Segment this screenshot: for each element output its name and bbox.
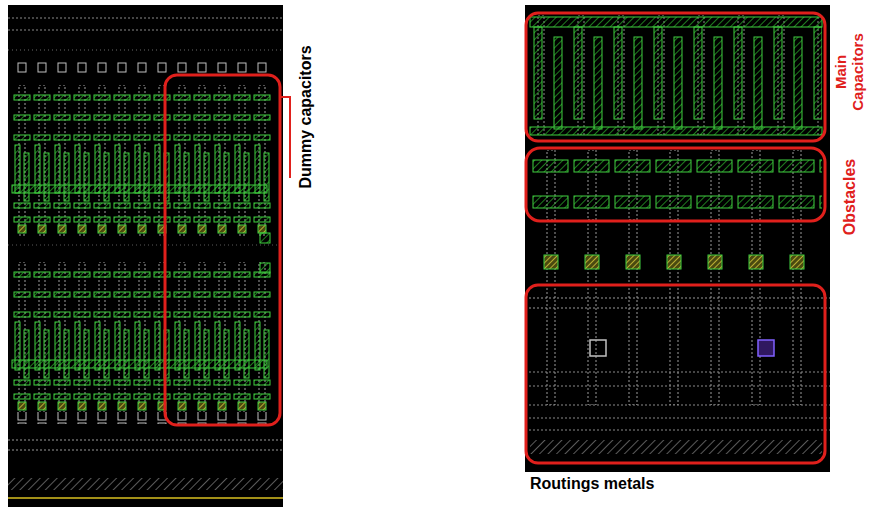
layout-background bbox=[8, 5, 283, 507]
highlight-box bbox=[526, 13, 825, 141]
highlight-box bbox=[526, 285, 825, 463]
cap-bar bbox=[530, 17, 822, 27]
capacitor-array bbox=[12, 85, 272, 412]
contact bbox=[758, 340, 774, 356]
metal-line bbox=[525, 308, 830, 309]
metal-line bbox=[8, 50, 283, 51]
callout-label: Dummy capacitors bbox=[297, 45, 315, 188]
metal-line bbox=[8, 450, 283, 451]
metal-line bbox=[525, 430, 830, 431]
cap-bar bbox=[12, 360, 267, 368]
callout-label: Routings metals bbox=[530, 475, 654, 493]
metal-line bbox=[525, 372, 830, 373]
callout-label: Main Capacitors bbox=[833, 24, 866, 120]
contact-row bbox=[12, 62, 272, 74]
contact-row bbox=[12, 412, 272, 424]
metal-line bbox=[525, 405, 830, 406]
metal-line bbox=[8, 18, 283, 19]
metal-line bbox=[525, 298, 830, 299]
layout-background bbox=[525, 5, 830, 472]
obstacle-array bbox=[530, 150, 822, 220]
metal-line bbox=[8, 245, 283, 246]
callout-label: Obstacles bbox=[841, 159, 859, 235]
metal-line bbox=[525, 386, 830, 387]
pin-marker bbox=[260, 233, 270, 243]
metal-line bbox=[525, 418, 830, 419]
pin-marker bbox=[260, 263, 270, 273]
routing-bus bbox=[530, 440, 822, 454]
main-capacitor-array bbox=[530, 15, 822, 135]
cap-bar bbox=[12, 185, 267, 193]
metal-line bbox=[8, 440, 283, 441]
routing-bus bbox=[8, 478, 283, 490]
metal-line bbox=[8, 497, 283, 499]
contact bbox=[590, 340, 606, 356]
metal-line bbox=[8, 30, 283, 31]
leader-bracket bbox=[280, 97, 290, 178]
highlight-box bbox=[165, 75, 280, 425]
cap-bar bbox=[530, 127, 822, 135]
strip-array bbox=[530, 220, 822, 405]
highlight-box bbox=[526, 148, 825, 221]
